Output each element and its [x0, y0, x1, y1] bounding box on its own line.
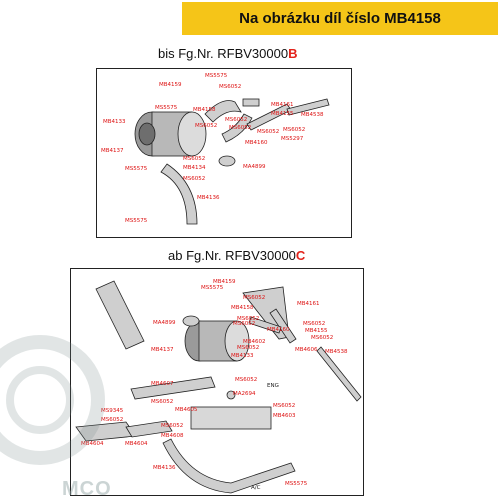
- hose-mb4136: [160, 163, 198, 225]
- clip-ma4899: [218, 155, 236, 167]
- part-number-banner: Na obrázku díl číslo MB4158: [182, 2, 498, 35]
- diagram-panel-top: MS5575 MB4159 MS6052 MB4161 MS5575 MB415…: [96, 68, 352, 238]
- label-ms6052-c: MS6052: [229, 125, 252, 131]
- bracket-mb4604-right: [125, 420, 173, 438]
- label-mb4608: MB4608: [161, 433, 184, 439]
- label-mb4155: MB4155: [271, 111, 294, 117]
- label-ms6052-e: MS6052: [311, 335, 334, 341]
- hose-mb4136: [162, 438, 296, 494]
- label-mb4160: MB4160: [267, 327, 290, 333]
- label-ms6052-a: MS6052: [243, 295, 266, 301]
- label-mb4137: MB4137: [151, 347, 174, 353]
- label-ms6052-a: MS6052: [219, 84, 242, 90]
- label-ms5575-b: MS5575: [285, 481, 308, 487]
- hose-mb4161: [269, 308, 297, 344]
- label-mb4160: MB4160: [245, 140, 268, 146]
- label-ms6052-d: MS6052: [195, 123, 218, 129]
- label-ma2694: MA2694: [233, 391, 256, 397]
- bottom-heading-prefix: ab Fg.Nr. RFBV30000: [168, 248, 296, 263]
- hose-mb4160: [221, 113, 253, 143]
- diagram-panel-bottom: MB4159 MS5575 MS6052 MB4161 MB4158 MS605…: [70, 268, 364, 496]
- top-parts-drawing: [134, 98, 330, 225]
- hose-mb4158: [248, 316, 282, 334]
- label-ms6052-e: MS6052: [257, 129, 280, 135]
- watermark-logo: [0, 335, 105, 465]
- label-ms6052-d: MS6052: [303, 321, 326, 327]
- top-heading-suffix: B: [288, 46, 298, 61]
- label-eng: ENG: [267, 383, 279, 389]
- air-filter-core: [138, 122, 156, 146]
- label-ms5297: MS5297: [281, 136, 304, 142]
- label-mb4604: MB4604: [81, 441, 104, 447]
- label-ms6052-i: MS6052: [273, 403, 296, 409]
- label-mb4603: MB4603: [273, 413, 296, 419]
- label-mb4606: MB4606: [295, 347, 318, 353]
- label-ms6052-f: MS6052: [283, 127, 306, 133]
- label-ms5575-c: MS5575: [125, 166, 148, 172]
- bottom-parts-drawing: [75, 280, 362, 494]
- air-filter-front: [177, 111, 207, 157]
- clamp-ma2694: [226, 390, 236, 400]
- label-ms6052-h: MS6052: [183, 176, 206, 182]
- label-mb4136: MB4136: [197, 195, 220, 201]
- label-mb4604-b: MB4604: [125, 441, 148, 447]
- bottom-heading-suffix: C: [295, 248, 306, 263]
- label-ms6052-f: MS6052: [237, 345, 260, 351]
- air-filter-front: [224, 320, 250, 362]
- label-ms6052-g: MS6052: [235, 377, 258, 383]
- label-ms5575-d: MS5575: [125, 218, 148, 224]
- bottom-panel-heading: ab Fg.Nr. RFBV30000C: [168, 248, 305, 263]
- top-panel-heading: bis Fg.Nr. RFBV30000B: [158, 46, 297, 61]
- label-mb4161: MB4161: [271, 102, 294, 108]
- watermark-text: MCO: [62, 478, 112, 500]
- label-mb4158: MB4158: [193, 107, 216, 113]
- label-ma4899: MA4899: [243, 164, 266, 170]
- label-ma4899: MA4899: [153, 320, 176, 326]
- label-ms6052-h: MS6052: [151, 399, 174, 405]
- label-mb4538: MB4538: [301, 112, 324, 118]
- label-mb4133: MB4133: [103, 119, 126, 125]
- label-ms6052-b: MS6052: [237, 316, 260, 322]
- pipe-mb4538: [316, 346, 362, 402]
- label-mb4134: MB4134: [183, 165, 206, 171]
- label-mb4155: MB4155: [305, 328, 328, 334]
- label-mb4605: MB4605: [175, 407, 198, 413]
- hose-mb4605: [130, 376, 216, 400]
- label-ac: A/C: [251, 485, 261, 491]
- top-heading-prefix: bis Fg.Nr. RFBV30000: [158, 46, 289, 61]
- label-ms6052-b: MS6052: [225, 117, 248, 123]
- label-ms5575-a: MS5575: [205, 73, 228, 79]
- label-mb4159: MB4159: [213, 279, 236, 285]
- label-ms5575: MS5575: [201, 285, 224, 291]
- label-mb4158: MB4158: [231, 305, 254, 311]
- label-mb4136: MB4136: [153, 465, 176, 471]
- label-ms5575-b: MS5575: [155, 105, 178, 111]
- label-ms6052-j: MS6052: [101, 417, 124, 423]
- hose-mb4159: [204, 100, 242, 123]
- label-mb4161: MB4161: [297, 301, 320, 307]
- bracket-mb4607: [95, 280, 145, 350]
- label-ms6052-c: MS6052: [233, 321, 256, 327]
- label-mb4607: MB4607: [151, 381, 174, 387]
- label-mb4538: MB4538: [325, 349, 348, 355]
- pipe-mb4538: [286, 98, 330, 116]
- hose-mb4161: [242, 98, 260, 107]
- label-ms9345: MS9345: [101, 408, 124, 414]
- label-mb4602: MB4602: [243, 339, 266, 345]
- label-ms6052-g: MS6052: [183, 156, 206, 162]
- label-ms6052-k: MS6052: [161, 423, 184, 429]
- label-mb4133: MB4133: [231, 353, 254, 359]
- label-mb4137: MB4137: [101, 148, 124, 154]
- label-mb4159: MB4159: [159, 82, 182, 88]
- panel-mb4603: [190, 406, 272, 430]
- clip-ma4899: [182, 315, 200, 327]
